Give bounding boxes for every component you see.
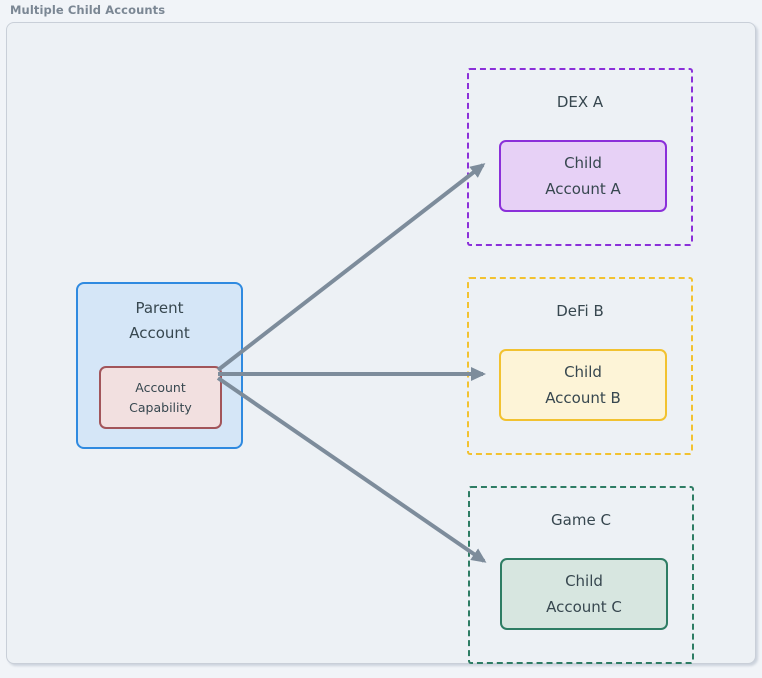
- child-account-b-label-line1: Child: [564, 363, 602, 381]
- child-account-c-label-line2: Account C: [546, 598, 622, 616]
- account-capability-label-line1: Account: [135, 379, 186, 395]
- account-capability-label: Account Capability: [129, 378, 192, 418]
- parent-account-box: Parent Account Account Capability: [76, 282, 243, 449]
- child-account-a-label-line2: Account A: [545, 180, 621, 198]
- child-account-b-label-line2: Account B: [545, 389, 621, 407]
- group-game-c: Game C Child Account C: [468, 486, 694, 664]
- child-account-c-box: Child Account C: [500, 558, 668, 630]
- group-dex-a-label: DEX A: [556, 93, 604, 111]
- child-account-c-label-line1: Child: [565, 572, 603, 590]
- group-defi-b-label: DeFi B: [556, 302, 604, 320]
- group-game-c-label: Game C: [551, 511, 611, 529]
- group-dex-a: DEX A Child Account A: [467, 68, 693, 246]
- child-account-b-box: Child Account B: [499, 349, 667, 421]
- account-capability-label-line2: Capability: [129, 399, 192, 415]
- parent-account-label-line1: Parent: [135, 299, 184, 317]
- page-title: Multiple Child Accounts: [10, 3, 166, 17]
- parent-account-label: Parent Account: [78, 296, 241, 346]
- account-capability-box: Account Capability: [99, 366, 222, 429]
- diagram-canvas: Parent Account Account Capability DEX A …: [6, 22, 756, 664]
- child-account-a-label-line1: Child: [564, 154, 602, 172]
- child-account-a-box: Child Account A: [499, 140, 667, 212]
- group-defi-b: DeFi B Child Account B: [467, 277, 693, 455]
- parent-account-label-line2: Account: [129, 324, 190, 342]
